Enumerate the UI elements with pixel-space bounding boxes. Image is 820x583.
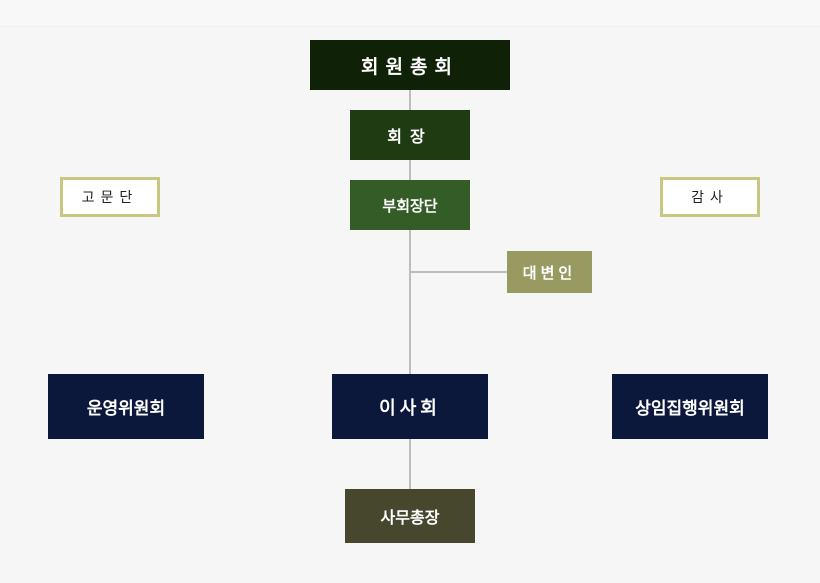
operations-committee-node: 운영위원회 [48,374,204,439]
top-band [0,0,820,27]
advisory-group-node: 고문단 [60,177,160,217]
standing-executive-committee-node: 상임집행위원회 [612,374,768,439]
connector-representative [410,271,507,273]
president-node: 회장 [350,110,470,160]
vice-presidents-node: 부회장단 [350,180,470,230]
auditor-node: 감사 [660,177,760,217]
secretary-general-node: 사무총장 [345,489,475,543]
board-of-directors-node: 이사회 [332,374,488,439]
representative-node: 대변인 [507,251,592,293]
general-assembly-node: 회원총회 [310,40,510,90]
connector-trunk [409,90,411,489]
